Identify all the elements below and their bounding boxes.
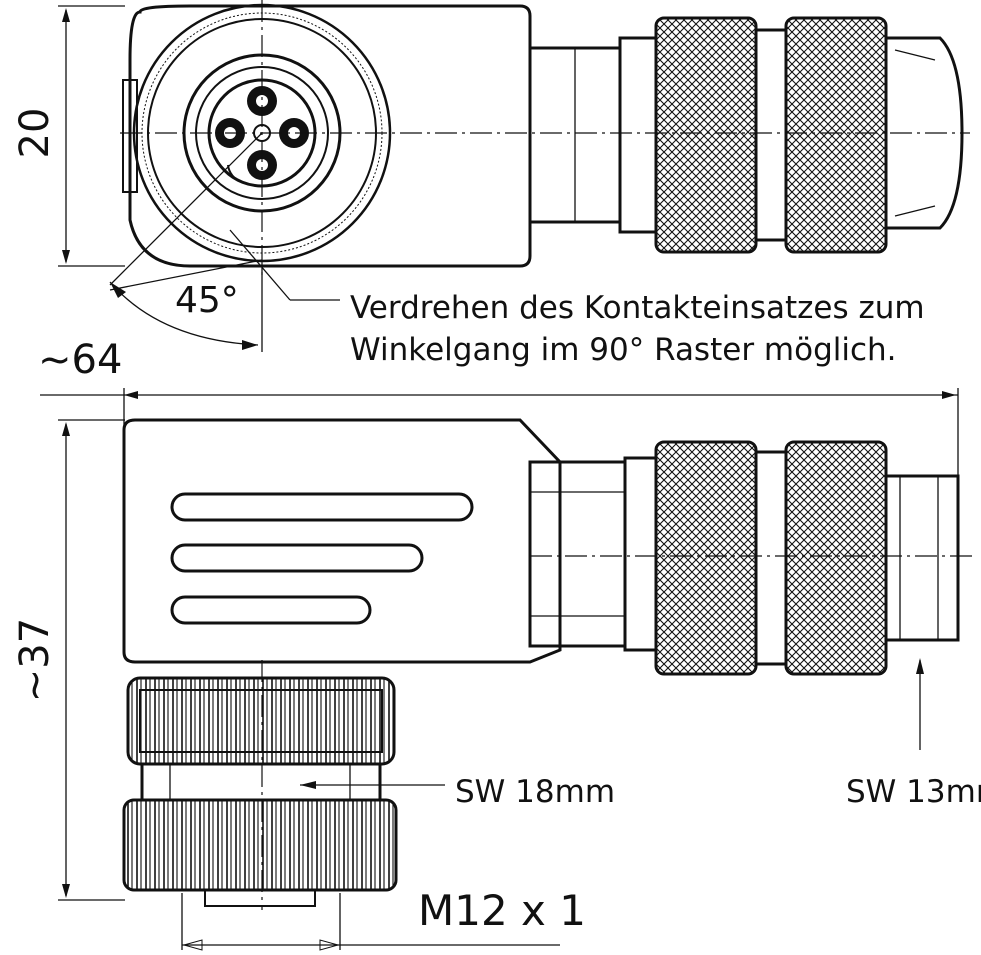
grip-slot-1 xyxy=(170,492,474,522)
grip-slot-3 xyxy=(170,595,372,625)
length-dimension xyxy=(40,388,959,475)
angle-label: 45° xyxy=(175,280,239,321)
note-line-1: Verdrehen des Kontakteinsatzes zum xyxy=(350,290,925,326)
sw-gland-label: SW 13mm xyxy=(846,774,981,810)
grip-slot-2 xyxy=(170,543,424,573)
thread-label: M12 x 1 xyxy=(418,886,586,935)
coding-key xyxy=(227,164,243,183)
gland-nut-2 xyxy=(784,16,888,254)
length-label: ~64 xyxy=(38,337,122,383)
housing-side xyxy=(122,418,562,664)
top-view xyxy=(58,0,970,352)
housing-outline xyxy=(128,4,532,268)
side-view xyxy=(58,418,975,951)
side-gland-nut-1 xyxy=(654,440,758,676)
side-latch xyxy=(122,79,138,193)
dim-height-top: 20 xyxy=(12,108,58,159)
dim-height-side: ~37 xyxy=(12,618,58,702)
sw-nut-label: SW 18mm xyxy=(455,774,615,810)
angle-arc xyxy=(109,281,259,346)
side-gland-nut-2 xyxy=(784,440,888,676)
hex-nut xyxy=(140,762,382,802)
gland-nut-1 xyxy=(654,16,758,254)
note-line-2: Winkelgang im 90° Raster möglich. xyxy=(350,332,897,368)
thread-ring xyxy=(122,798,398,892)
